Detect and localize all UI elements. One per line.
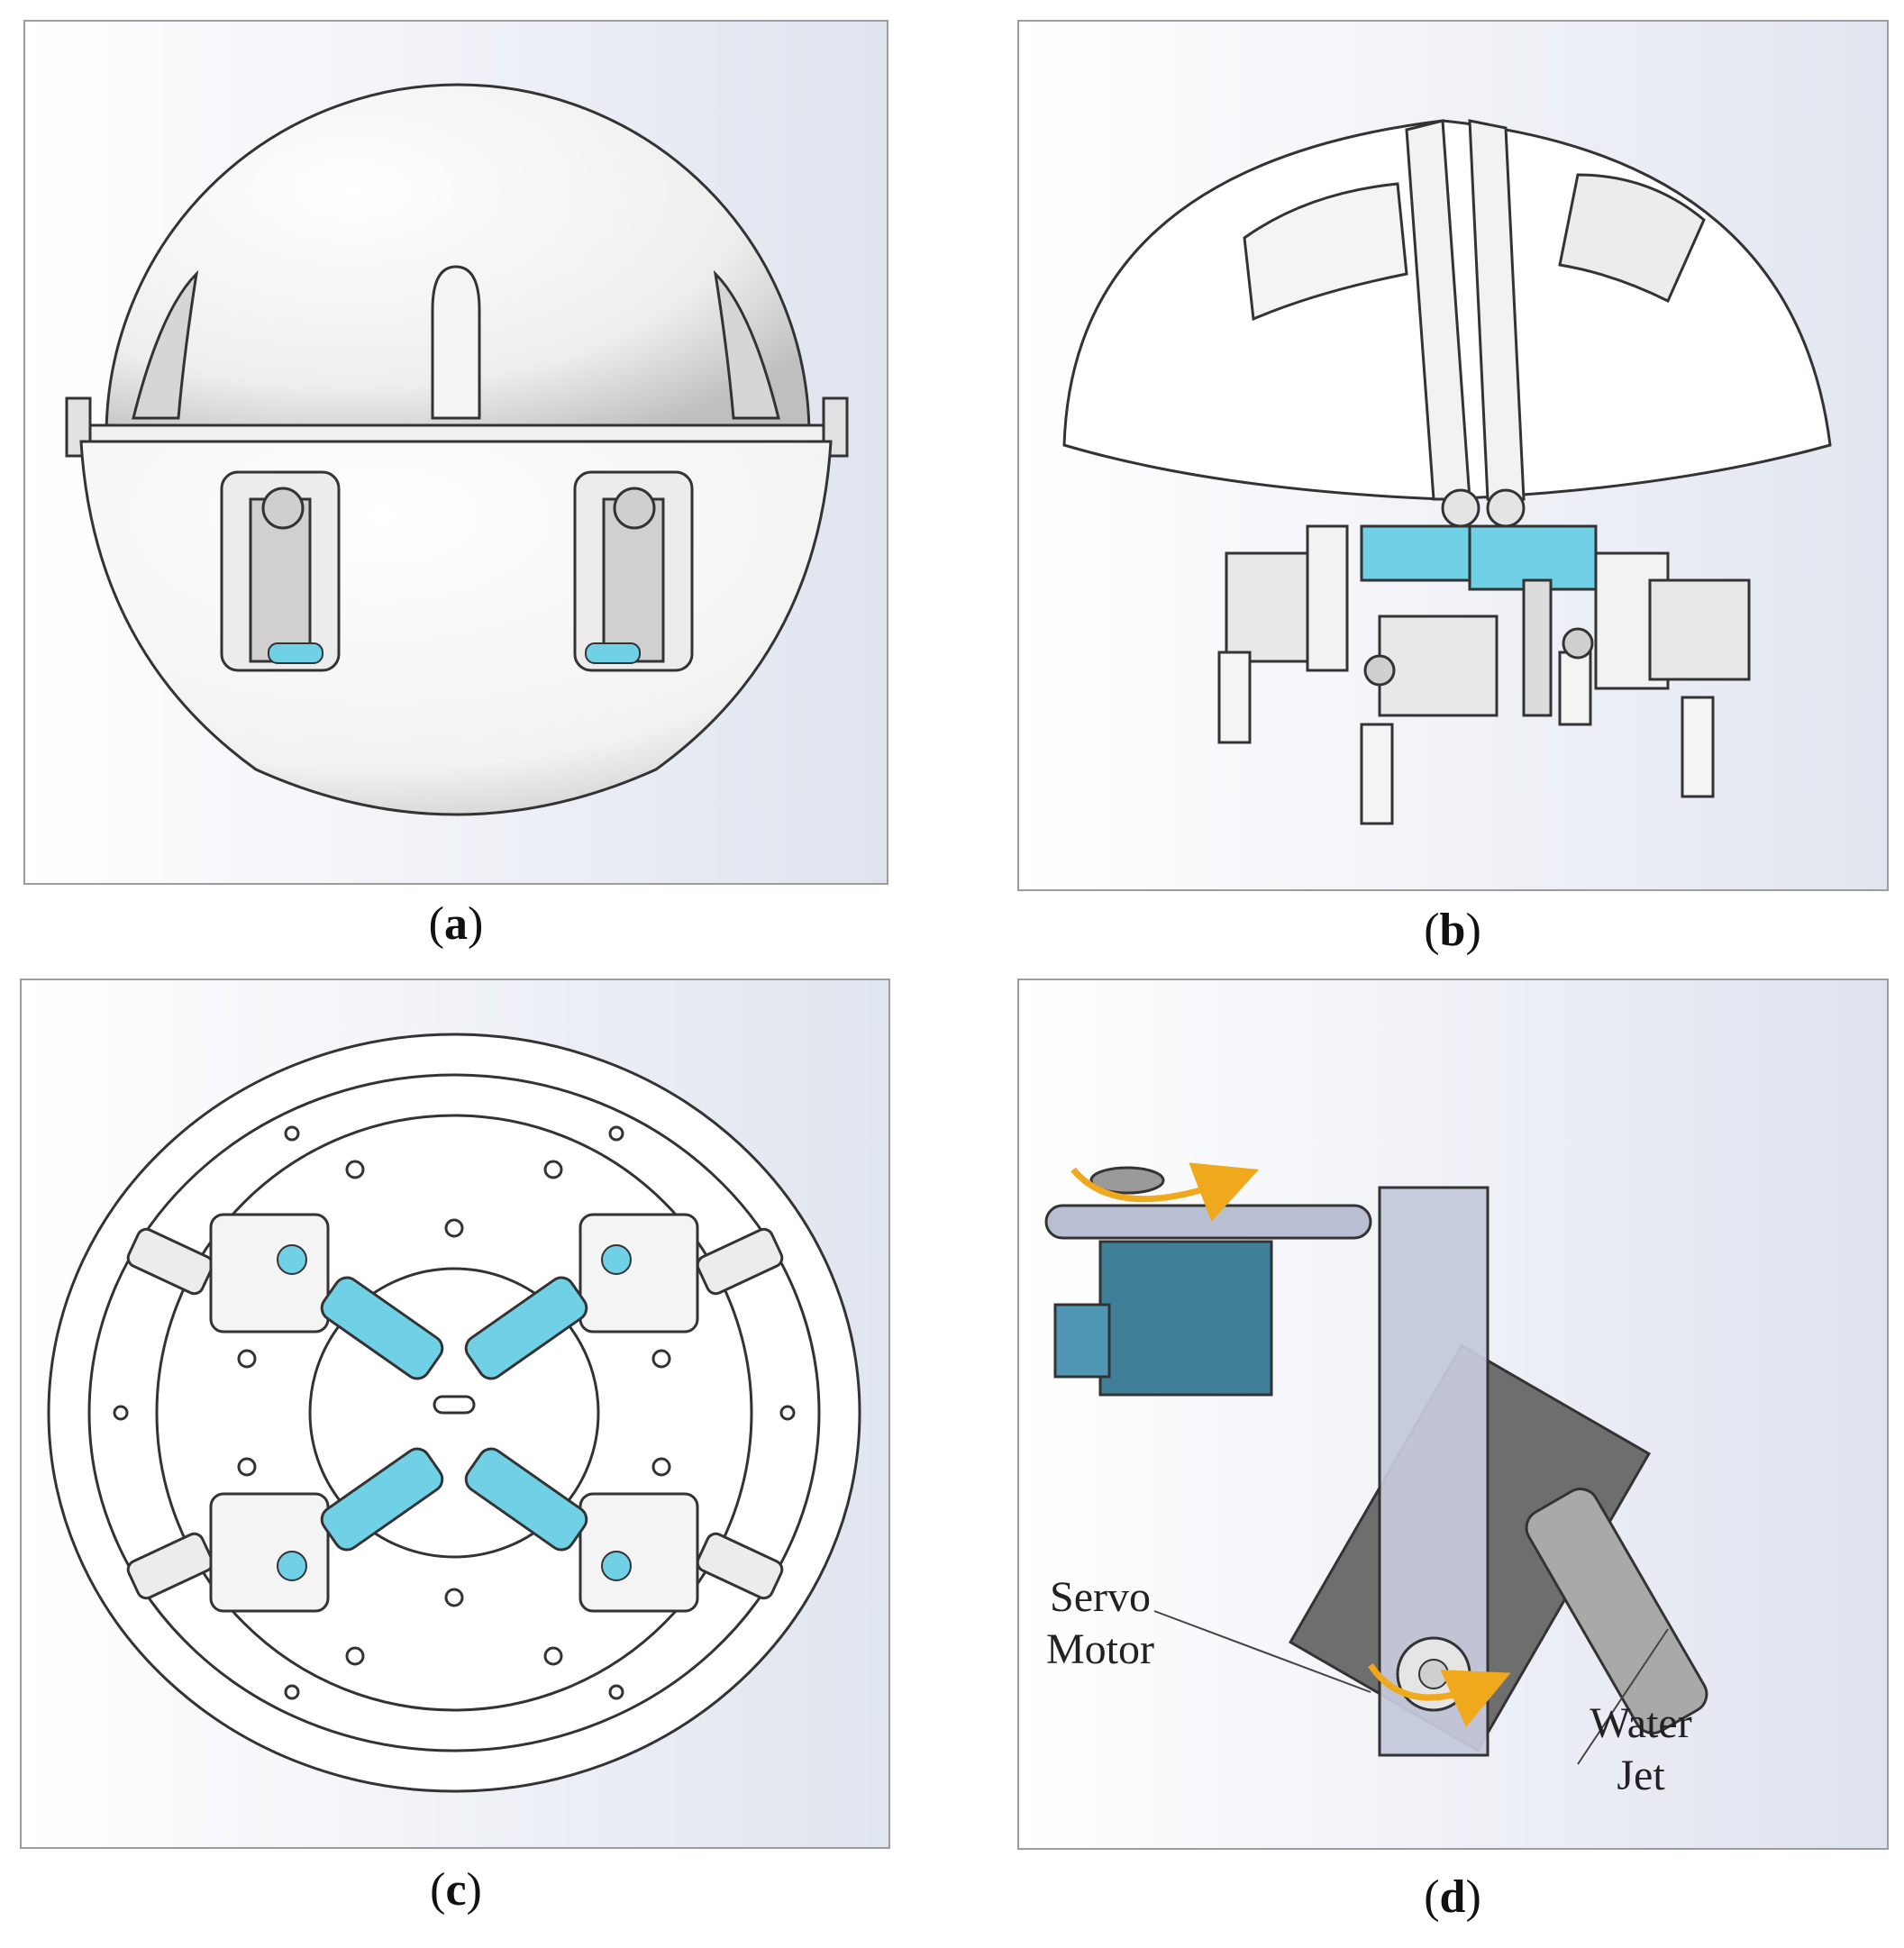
dome-slot-left xyxy=(132,269,199,420)
panel-d-leg-detail: Servo Motor Water Jet xyxy=(1017,979,1889,1850)
water-leader-line xyxy=(1577,1628,1669,1765)
rotation-arrow-bottom xyxy=(1368,1663,1511,1728)
top-arm xyxy=(1044,1204,1372,1240)
panel-d-drawing: Servo Motor Water Jet xyxy=(1019,980,1887,1848)
caption-c: (c) xyxy=(430,1864,482,1916)
panel-c-drawing xyxy=(22,980,888,1847)
panel-b-perspective-view xyxy=(1017,20,1889,891)
servo-leader-line xyxy=(1153,1610,1371,1693)
leg-lower-right xyxy=(464,1447,784,1613)
leg-lower-left xyxy=(126,1447,444,1613)
bolt-holes xyxy=(113,1125,796,1700)
panel-c-bottom-view xyxy=(20,979,890,1849)
dome-fin-right xyxy=(1468,119,1526,501)
dome-slot-right xyxy=(713,269,780,420)
upper-servo-motor xyxy=(1098,1240,1273,1397)
dome-window-right xyxy=(1558,173,1706,304)
panel-a-drawing xyxy=(25,22,887,883)
servo-horn xyxy=(1089,1166,1165,1195)
water-jet-tube xyxy=(1525,1488,1708,1734)
water-label-line2: Jet xyxy=(1617,1752,1665,1799)
panel-b-drawing xyxy=(1019,22,1887,889)
caption-d: (d) xyxy=(1424,1871,1481,1923)
center-slot xyxy=(433,1395,476,1415)
leg-window-right xyxy=(573,470,694,672)
leg-upper-right xyxy=(464,1213,784,1380)
dome-slot-center xyxy=(431,265,481,420)
caption-a: (a) xyxy=(428,898,484,950)
leg-assembly xyxy=(1217,524,1751,825)
pivot-left xyxy=(1441,488,1480,528)
upper-servo-tab xyxy=(1053,1303,1111,1379)
leg-upper-left xyxy=(126,1213,444,1380)
water-label-line1: Water xyxy=(1590,1699,1691,1747)
servo-label-line2: Motor xyxy=(1046,1625,1154,1673)
dome-window-left xyxy=(1243,182,1408,322)
leg-window-left xyxy=(220,470,341,672)
pivot-right xyxy=(1486,488,1526,528)
servo-label-line1: Servo xyxy=(1050,1573,1151,1621)
upper-dome xyxy=(105,83,811,438)
panel-a-front-view xyxy=(23,20,888,885)
caption-b: (b) xyxy=(1424,905,1481,956)
rotation-arrow-top xyxy=(1070,1162,1260,1222)
equator-band xyxy=(76,423,836,443)
